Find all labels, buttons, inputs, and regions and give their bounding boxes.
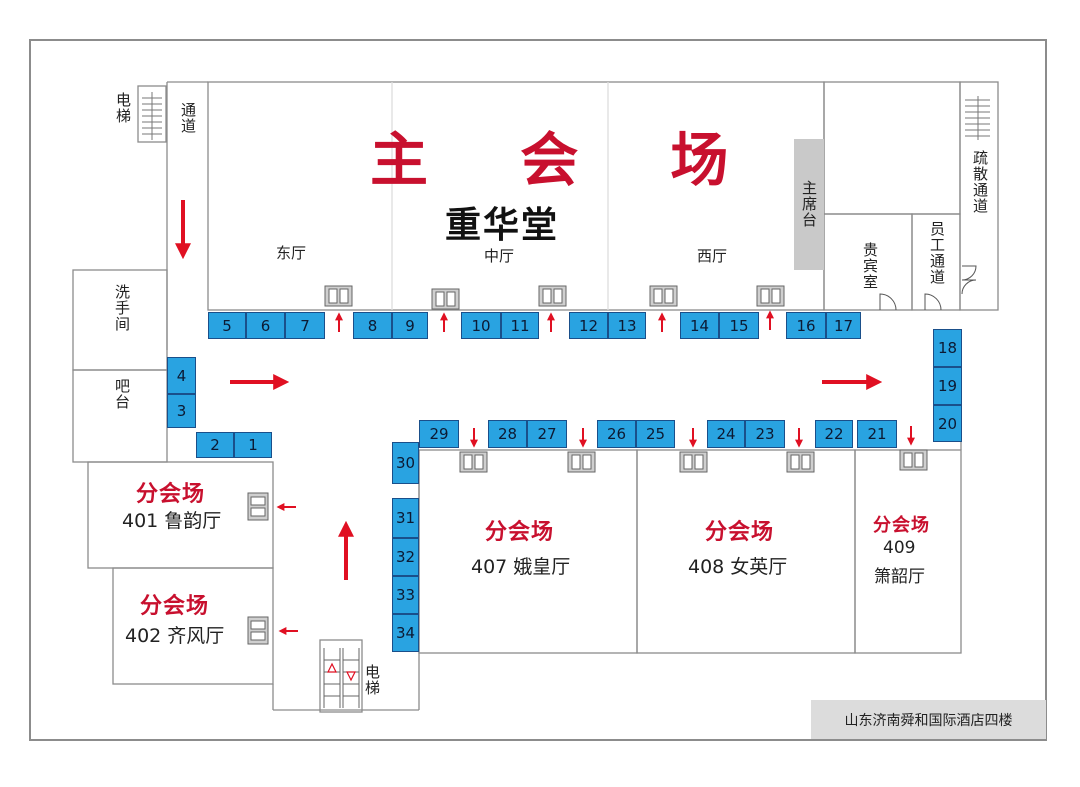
door-icon — [324, 285, 353, 307]
restroom-label: 洗手间 — [113, 284, 131, 332]
door-icon — [247, 492, 269, 521]
stage-block — [794, 139, 824, 270]
bar-label: 吧台 — [113, 378, 131, 410]
sub-venue-401-label: 分会场 — [136, 481, 206, 507]
room-401-name: 401 鲁韵厅 — [122, 510, 222, 532]
booth-16[interactable]: 16 — [786, 312, 826, 339]
vip-room-label: 贵宾室 — [861, 242, 879, 290]
booth-6[interactable]: 6 — [246, 312, 285, 339]
room-408-name: 408 女英厅 — [688, 556, 788, 578]
booth-22[interactable]: 22 — [815, 420, 853, 448]
door-icon — [538, 285, 567, 307]
booth-34[interactable]: 34 — [392, 614, 419, 652]
door-vip-icon — [879, 293, 897, 311]
booth-33[interactable]: 33 — [392, 576, 419, 614]
escalator-up-icon — [327, 662, 337, 673]
main-venue-title: 主 会 场 — [370, 126, 765, 194]
room-409-number: 409 — [883, 538, 916, 558]
zone-middle-hall: 中厅 — [484, 247, 515, 265]
room-402-outline — [112, 567, 274, 685]
booth-15[interactable]: 15 — [719, 312, 759, 339]
door-icon — [679, 451, 708, 473]
booth-28[interactable]: 28 — [488, 420, 527, 448]
booth-30[interactable]: 30 — [392, 442, 419, 484]
door-icon — [649, 285, 678, 307]
booth-3[interactable]: 3 — [167, 394, 196, 428]
sub-venue-402-label: 分会场 — [140, 593, 210, 619]
zone-west-hall: 西厅 — [697, 247, 728, 265]
booth-31[interactable]: 31 — [392, 498, 419, 538]
top-elevator-shaft — [137, 85, 167, 143]
elevator-top-label: 电梯 — [114, 92, 132, 124]
room-409-name: 箫韶厅 — [874, 567, 925, 587]
sub-venue-408-label: 分会场 — [705, 519, 775, 545]
booth-7[interactable]: 7 — [285, 312, 325, 339]
escalator-down-icon — [346, 671, 356, 682]
sub-venue-409-label: 分会场 — [873, 515, 930, 536]
staff-passage-label: 员工通道 — [928, 221, 946, 285]
escalator-outline — [319, 639, 363, 713]
elevator-stairs-icon — [142, 92, 162, 140]
booth-24[interactable]: 24 — [707, 420, 745, 448]
booth-19[interactable]: 19 — [933, 367, 962, 405]
booth-26[interactable]: 26 — [597, 420, 636, 448]
door-icon — [459, 451, 488, 473]
outer-border — [29, 39, 1047, 741]
evacuation-label: 疏散通道 — [971, 150, 989, 214]
stage-label: 主席台 — [800, 180, 818, 228]
booth-5[interactable]: 5 — [208, 312, 246, 339]
room-402-name: 402 齐风厅 — [125, 625, 225, 647]
door-icon — [567, 451, 596, 473]
booth-25[interactable]: 25 — [636, 420, 675, 448]
booth-10[interactable]: 10 — [461, 312, 501, 339]
venue-footer: 山东济南舜和国际酒店四楼 — [811, 700, 1046, 739]
door-staff-icon — [924, 293, 942, 311]
door-icons — [247, 285, 928, 645]
booth-32[interactable]: 32 — [392, 538, 419, 576]
booth-29[interactable]: 29 — [419, 420, 459, 448]
door-icon — [899, 449, 928, 471]
booth-11[interactable]: 11 — [501, 312, 539, 339]
zone-east-hall: 东厅 — [276, 244, 307, 262]
door-evac2-icon — [961, 279, 977, 295]
door-icon — [247, 616, 269, 645]
booth-9[interactable]: 9 — [392, 312, 428, 339]
booth-8[interactable]: 8 — [353, 312, 392, 339]
booth-27[interactable]: 27 — [527, 420, 567, 448]
elevator-bottom-label: 电梯 — [363, 664, 381, 696]
sub-venue-407-label: 分会场 — [485, 519, 555, 545]
passage-label: 通道 — [179, 102, 197, 134]
door-icon — [431, 288, 460, 310]
booth-14[interactable]: 14 — [680, 312, 719, 339]
hall-name: 重华堂 — [445, 205, 560, 246]
booth-18[interactable]: 18 — [933, 329, 962, 367]
door-icon — [756, 285, 785, 307]
booth-21[interactable]: 21 — [857, 420, 897, 448]
booth-1[interactable]: 1 — [234, 432, 272, 458]
evacuation-stairs-icon — [965, 96, 990, 140]
booth-23[interactable]: 23 — [745, 420, 785, 448]
room-407-name: 407 娥皇厅 — [471, 556, 571, 578]
evacuation-outline — [959, 81, 999, 311]
booth-17[interactable]: 17 — [826, 312, 861, 339]
booth-20[interactable]: 20 — [933, 405, 962, 442]
door-icon — [786, 451, 815, 473]
booth-13[interactable]: 13 — [608, 312, 646, 339]
booth-12[interactable]: 12 — [569, 312, 608, 339]
booth-4[interactable]: 4 — [167, 357, 196, 394]
booth-2[interactable]: 2 — [196, 432, 234, 458]
